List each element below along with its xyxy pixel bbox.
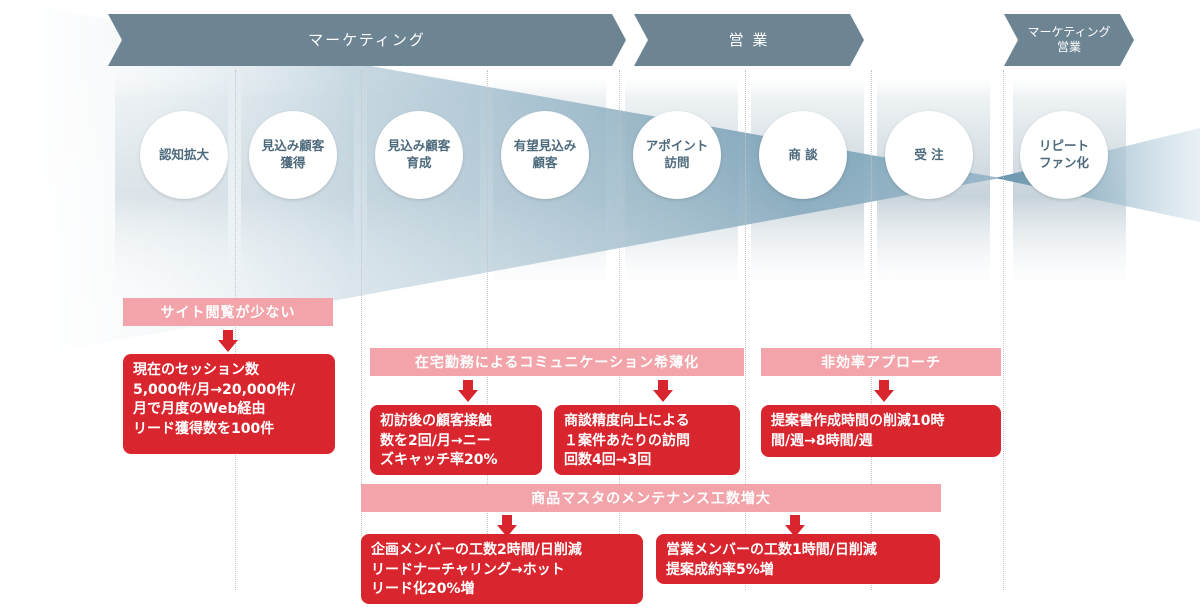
header-marketing-label: マーケティング — [308, 30, 426, 49]
header-marketing-sales-label: マーケティング 営業 — [1027, 25, 1111, 54]
issue-product-master: 商品マスタのメンテナンス工数増大 — [361, 484, 941, 512]
divider-line — [619, 70, 620, 590]
divider-line — [235, 70, 236, 590]
stage-label: 受 注 — [914, 146, 944, 162]
stage-label: 見込み顧客 育成 — [387, 138, 451, 170]
divider-line — [871, 70, 872, 590]
stage-label: 商 談 — [788, 146, 818, 162]
stage-prospect: 有望見込み 顧客 — [501, 111, 589, 199]
stage-label: 見込み顧客 獲得 — [261, 138, 325, 170]
result-visit-count: 商談精度向上による １案件あたりの訪問 回数4回→3回 — [554, 405, 740, 475]
arrow-down-icon — [497, 515, 517, 537]
arrow-down-icon — [785, 515, 805, 537]
divider-line — [361, 70, 362, 590]
stage-negotiation: 商 談 — [759, 111, 847, 199]
result-planning-members: 企画メンバーの工数2時間/日削減 リードナーチャリング→ホット リード化20%増 — [361, 534, 643, 604]
arrow-down-icon — [653, 380, 673, 402]
stage-awareness: 認知拡大 — [140, 111, 228, 199]
arrow-down-icon — [458, 380, 478, 402]
result-sales-members: 営業メンバーの工数1時間/日削減 提案成約率5%増 — [656, 534, 940, 584]
stage-label: アポイント 訪問 — [645, 138, 709, 170]
result-proposal-time: 提案書作成時間の削減10時 間/週→8時間/週 — [761, 405, 1001, 457]
stage-lead-nurturing: 見込み顧客 育成 — [375, 111, 463, 199]
stage-repeat: リピート ファン化 — [1020, 111, 1108, 199]
header-marketing-sales: マーケティング 営業 — [1004, 14, 1134, 66]
header-sales-label: 営 業 — [728, 30, 770, 49]
stage-lead-acquisition: 見込み顧客 獲得 — [249, 111, 337, 199]
issue-site-views: サイト閲覧が少ない — [123, 298, 333, 326]
stage-label: 有望見込み 顧客 — [513, 138, 577, 170]
issue-inefficient-approach: 非効率アプローチ — [761, 348, 1001, 376]
stage-order: 受 注 — [885, 111, 973, 199]
stage-appointment: アポイント 訪問 — [633, 111, 721, 199]
result-customer-contact: 初訪後の顧客接触 数を2回/月→ニー ズキャッチ率20% — [370, 405, 542, 475]
header-sales: 営 業 — [634, 14, 864, 66]
result-sessions: 現在のセッション数 5,000件/月→20,000件/ 月で月度のWeb経由 リ… — [123, 354, 335, 454]
divider-line — [1003, 70, 1004, 590]
divider-line — [487, 70, 488, 590]
arrow-down-icon — [218, 330, 238, 352]
header-marketing: マーケティング — [108, 14, 626, 66]
arrow-down-icon — [874, 380, 894, 402]
divider-line — [745, 70, 746, 590]
issue-remote-work: 在宅勤務によるコミュニケーション希薄化 — [370, 348, 744, 376]
stage-label: 認知拡大 — [158, 146, 209, 162]
stage-label: リピート ファン化 — [1038, 138, 1089, 170]
